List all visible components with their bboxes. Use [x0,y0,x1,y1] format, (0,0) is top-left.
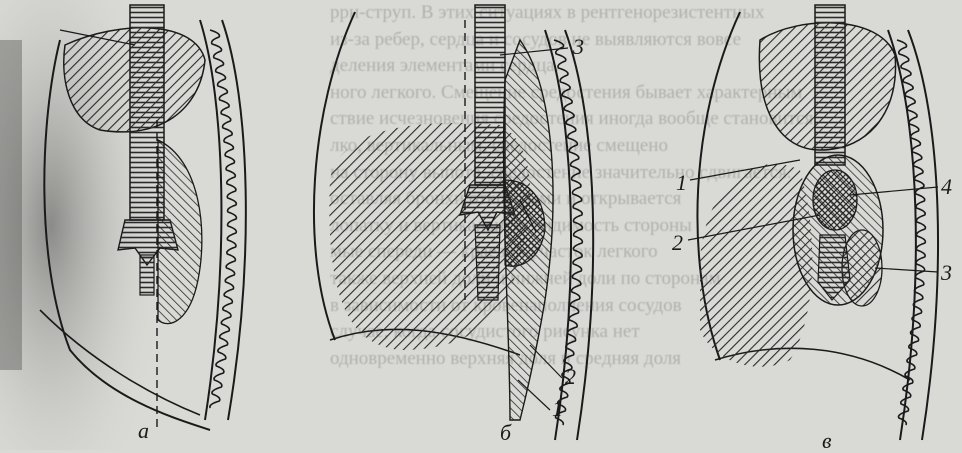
figure-v-label-1: 1 [676,172,687,194]
leader-line [875,268,938,272]
panel-letter-a: а [138,420,149,442]
inner-mass [813,170,857,230]
trachea [815,5,845,165]
figure-v-label-4: 4 [941,176,952,198]
bronchus-stem [475,225,500,300]
effusion-zone [158,140,202,324]
rib-wave [897,40,925,425]
lung-opacity [700,164,812,367]
figure-b-label-1: 1 [552,398,563,420]
bronchus-stem [140,255,154,295]
scan-edge-shadow [0,40,22,370]
figure-v-label-2: 2 [672,232,683,254]
figure-b [314,5,593,440]
figure-b-label-3: 3 [573,36,584,58]
panel-letter-b: б [500,422,511,444]
figure-v-label-3: 3 [941,262,952,284]
figure-b-label-2: 2 [565,366,576,388]
chest-wall-inner [200,20,221,420]
leader-line [530,345,562,378]
figure-a [0,0,246,450]
trachea [475,5,505,185]
figure-v [688,5,938,440]
panel-letter-v: в [822,430,832,452]
chest-wall-outer [908,30,938,440]
